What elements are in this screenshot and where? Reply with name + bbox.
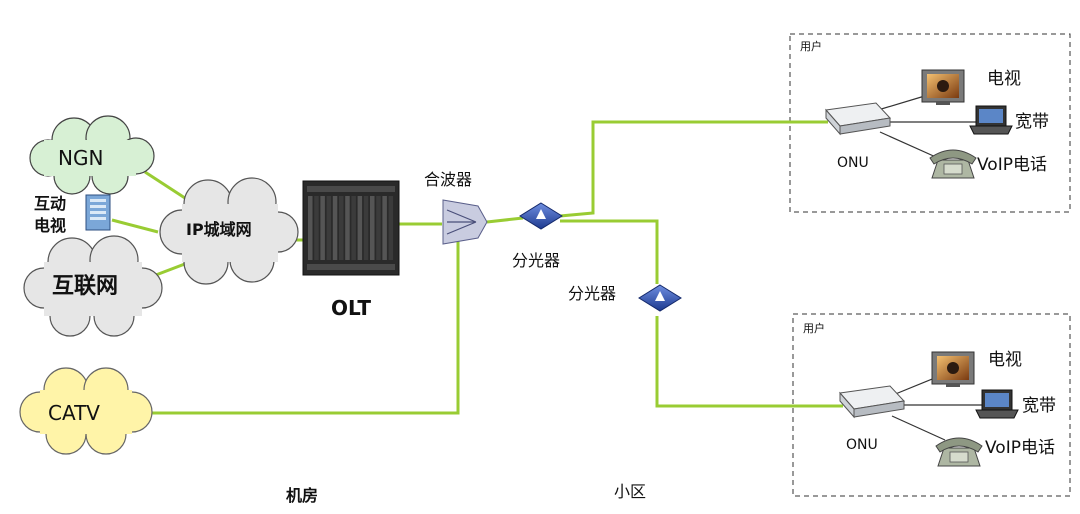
user-box-1 xyxy=(789,33,1071,213)
olt-card-slot xyxy=(376,196,381,260)
olt-card-slot xyxy=(370,196,375,260)
combiner-label: 合波器 xyxy=(424,170,473,189)
user-group-title-2: 用户 xyxy=(803,322,825,335)
link-iptv-ip xyxy=(111,218,159,234)
device-label-voip-2: VoIP电话 xyxy=(985,438,1055,458)
onu-label-1: ONU xyxy=(837,155,869,171)
splitter-label-2: 分光器 xyxy=(568,284,617,303)
catv-cloud xyxy=(19,367,153,455)
device-label-voip-1: VoIP电话 xyxy=(977,155,1047,175)
device-label-tv-2: 电视 xyxy=(988,350,1022,370)
splitter-icon xyxy=(519,202,563,230)
olt-card-slot xyxy=(339,196,344,260)
olt-card-slot xyxy=(326,196,332,260)
olt-card-slot xyxy=(332,196,338,260)
olt-card-slot xyxy=(308,196,313,260)
onu-icon xyxy=(825,102,892,136)
device-label-tv-1: 电视 xyxy=(987,69,1021,89)
link-splitter2-onu2 xyxy=(655,316,843,408)
ip-cloud xyxy=(159,177,299,285)
olt-card-slot xyxy=(363,196,369,260)
splitter-label-1: 分光器 xyxy=(512,251,561,270)
olt-label: OLT xyxy=(331,296,372,320)
device-label-broadband-2: 宽带 xyxy=(1022,396,1056,416)
ngn-label: NGN xyxy=(58,146,104,170)
internet-cloud xyxy=(23,235,163,337)
phone-icon xyxy=(929,149,977,179)
catv-label: CATV xyxy=(48,401,100,425)
ip-cloud-label: IP城域网 xyxy=(186,220,252,239)
iptv-label-line1: 互动 xyxy=(34,194,67,213)
user-group-title-1: 用户 xyxy=(800,40,822,53)
onu-device-lines xyxy=(877,94,983,441)
onu-label-2: ONU xyxy=(846,437,878,453)
link-splitter-splitter2 xyxy=(560,219,659,284)
zone-machine-room: 机房 xyxy=(286,486,319,505)
olt-card-slot xyxy=(320,196,325,260)
olt-card-slot xyxy=(357,196,363,260)
phone-icon xyxy=(935,437,983,467)
olt-card-slot xyxy=(388,196,394,260)
device-label-broadband-1: 宽带 xyxy=(1015,112,1049,132)
link-catv-combiner xyxy=(150,236,460,415)
olt-card-slot xyxy=(382,196,387,260)
zone-community: 小区 xyxy=(614,482,647,501)
olt-card-slot xyxy=(345,196,350,260)
combiner-icon xyxy=(442,199,488,245)
link-ngn-ip xyxy=(144,170,189,202)
olt-card-slot xyxy=(314,196,319,260)
iptv-label-line2: 电视 xyxy=(34,216,67,235)
link-combiner-splitter xyxy=(486,216,524,224)
splitter-icon xyxy=(638,284,682,312)
ngn-cloud xyxy=(29,115,155,195)
tv-icon xyxy=(931,351,975,387)
olt-chassis-icon xyxy=(302,180,400,276)
user-box-2 xyxy=(792,313,1071,497)
internet-label: 互联网 xyxy=(52,274,119,299)
onu-icon xyxy=(839,385,906,419)
tv-icon xyxy=(921,69,965,105)
laptop-icon xyxy=(969,105,1013,135)
laptop-icon xyxy=(975,389,1019,419)
olt-card-slot xyxy=(351,196,356,260)
server-icon xyxy=(85,194,111,231)
link-splitter-onu1 xyxy=(559,120,828,218)
